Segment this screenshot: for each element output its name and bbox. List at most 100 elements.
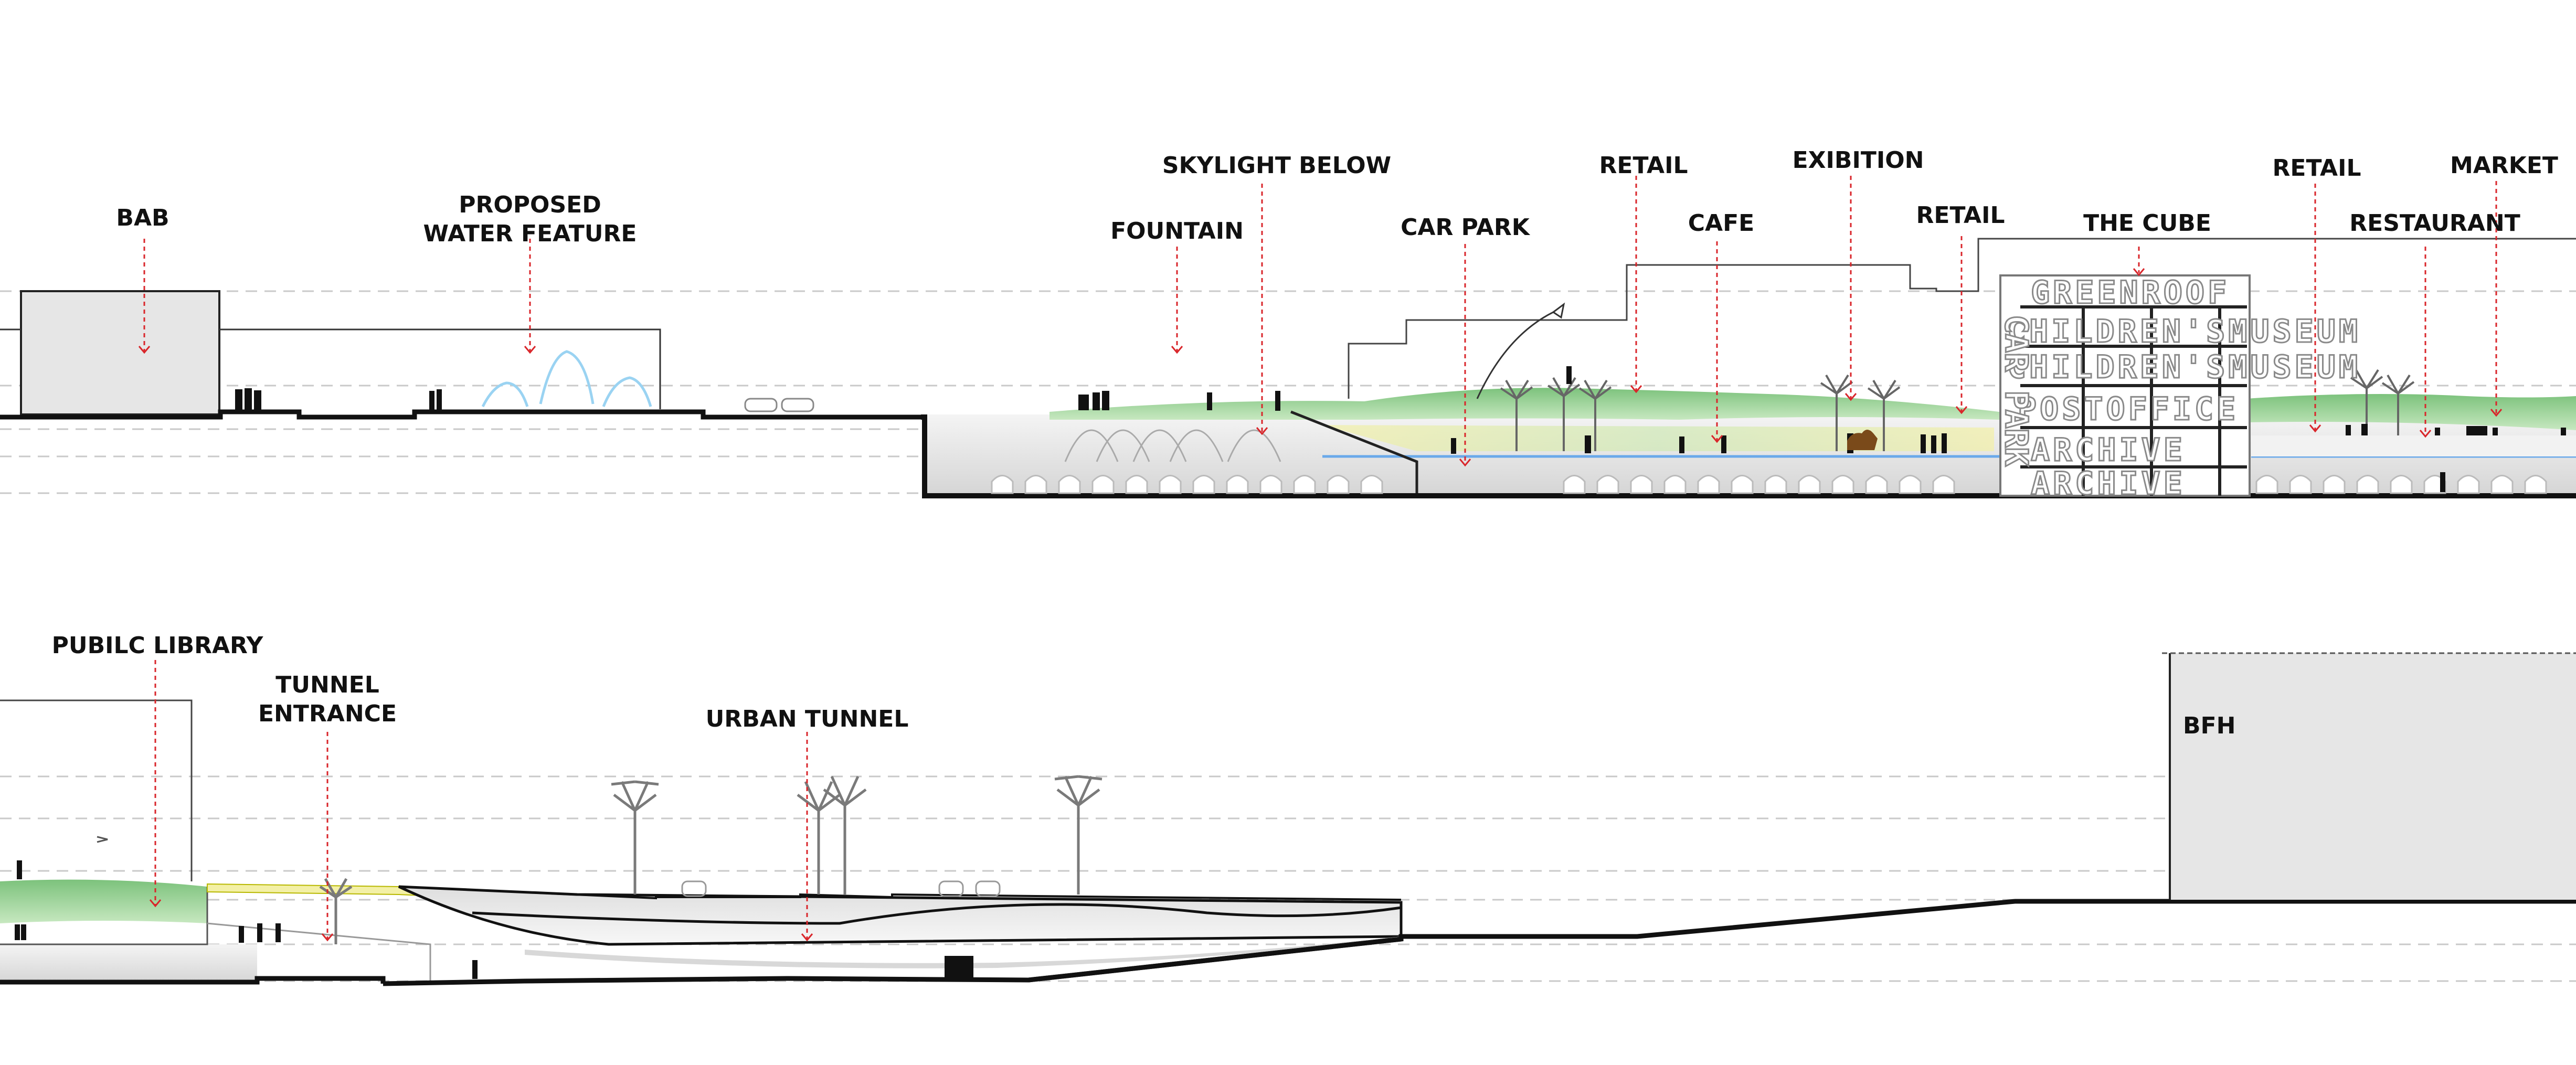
parking-arch	[1899, 475, 1922, 494]
label-the-cube: THE CUBE	[2083, 210, 2211, 237]
label-market: MARKET	[2450, 152, 2558, 179]
water-feature-outline	[219, 328, 661, 409]
parking-arch	[2323, 475, 2346, 494]
parking-arch	[2490, 475, 2514, 494]
upper-outline	[1348, 238, 2576, 399]
parking-arch	[2255, 475, 2278, 494]
parking-arch	[1663, 475, 1687, 494]
parking-arch	[1192, 475, 1215, 494]
cube-line-5: ARCHIVE	[2031, 432, 2186, 468]
library-green-roof	[0, 879, 207, 923]
parking-arch	[1798, 475, 1821, 494]
palms-bottom	[319, 775, 1103, 944]
parking-arch	[1159, 475, 1182, 494]
cube-floor-lines	[2020, 305, 2247, 496]
bottom-section	[0, 652, 2576, 986]
parking-arch	[2356, 475, 2379, 494]
kite	[1552, 302, 1565, 319]
parking-arch	[1125, 475, 1148, 494]
skylight-vaults	[1064, 429, 1281, 462]
library-basement	[0, 944, 257, 982]
label-retail-3: RETAIL	[2273, 155, 2361, 182]
bottom-guide-lines	[0, 775, 2576, 982]
top-section: GREENROOF CHILDREN'SMUSEUM CHILDREN'SMUS…	[0, 238, 2576, 503]
tunnel-floor-shadow	[525, 936, 1401, 968]
parking-arch	[1226, 475, 1249, 494]
bottom-annotation-leaders	[154, 660, 808, 939]
top-annotation-leaders	[143, 176, 2497, 464]
parking-arch	[1293, 475, 1316, 494]
kite-string	[1476, 311, 1554, 399]
parking-arch	[1932, 475, 1955, 494]
parking-arch	[1024, 475, 1047, 494]
palms-center	[1500, 369, 2415, 451]
cube-line-1: GREENROOF	[2031, 274, 2230, 311]
cube-line-3: CHILDREN'SMUSEUM	[2007, 349, 2361, 386]
cube-line-6: ARCHIVE	[2031, 465, 2186, 502]
label-cafe: CAFE	[1688, 210, 1754, 237]
label-fountain: FOUNTAIN	[1110, 218, 1244, 244]
label-bfh: BFH	[2183, 712, 2235, 739]
retail-band	[1322, 425, 1994, 451]
cube-text-group: GREENROOF CHILDREN'SMUSEUM CHILDREN'SMUS…	[1997, 274, 2361, 503]
top-annotation-arrowheads	[138, 268, 2503, 467]
parking-arch	[2289, 475, 2312, 494]
library-inner-line	[0, 887, 208, 945]
camel	[1847, 430, 1878, 450]
parking-arch	[1259, 475, 1282, 494]
cube-vertical-text: CAR PARK	[1998, 315, 2034, 466]
parking-arches-top	[991, 475, 2547, 494]
label-car-park: CAR PARK	[1401, 214, 1531, 241]
parking-arch	[1596, 475, 1619, 494]
label-retail-1: RETAIL	[1599, 152, 1688, 179]
label-restaurant: RESTAURANT	[2349, 210, 2520, 237]
parking-arch	[2390, 475, 2413, 494]
parking-arch	[1360, 475, 1383, 494]
people-left-plaza	[235, 388, 442, 411]
underground-outline	[921, 414, 2576, 498]
parking-arch	[2457, 475, 2480, 494]
bottom-annotation-arrowheads	[149, 899, 813, 942]
people-bottom	[15, 860, 973, 979]
label-retail-2: RETAIL	[1916, 202, 2005, 229]
parking-arch	[1327, 475, 1350, 494]
parking-arch	[1831, 475, 1854, 494]
parking-arch	[1764, 475, 1787, 494]
parking-arch	[1058, 475, 1081, 494]
deck-cars	[681, 880, 1001, 897]
street-deck	[398, 886, 1402, 901]
label-skylight: SKYLIGHT BELOW	[1162, 152, 1391, 179]
street-cars	[744, 398, 814, 412]
label-water-feature-1: PROPOSED	[459, 191, 601, 218]
parking-arch	[1731, 475, 1754, 494]
parking-arch	[991, 475, 1014, 494]
label-exibition: EXIBITION	[1793, 147, 1924, 174]
car-park-ramp	[1290, 410, 1418, 493]
label-tunnel-entrance-1: TUNNEL	[275, 672, 379, 698]
label-library: PUBILC LIBRARY	[52, 632, 264, 659]
parking-arch	[1865, 475, 1888, 494]
bird	[97, 836, 108, 843]
right-retail-band	[2251, 435, 2576, 456]
label-urban-tunnel: URBAN TUNNEL	[706, 706, 909, 732]
label-water-feature-2: WATER FEATURE	[423, 220, 637, 247]
green-roof-right	[2246, 394, 2576, 430]
parking-arch	[1630, 475, 1653, 494]
cube-line-2: CHILDREN'SMUSEUM	[2007, 313, 2361, 350]
top-labels: BAB PROPOSED WATER FEATURE FOUNTAIN SKYL…	[116, 147, 2558, 247]
bottom-labels: PUBILC LIBRARY TUNNEL ENTRANCE URBAN TUN…	[52, 632, 2236, 739]
urban-tunnel-arch	[472, 903, 1402, 925]
label-tunnel-entrance-2: ENTRANCE	[258, 700, 397, 727]
bottom-ground-line-slope	[1028, 936, 1402, 983]
library-outline	[0, 699, 193, 881]
library-ground-line	[0, 976, 386, 985]
green-roof-center	[1050, 388, 1999, 420]
water-feature-trees	[481, 350, 652, 408]
bfh-building	[2170, 653, 2576, 900]
label-bab: BAB	[116, 205, 169, 231]
top-ground-line-left	[0, 409, 921, 420]
bab-building	[20, 290, 220, 416]
parking-arch	[1091, 475, 1115, 494]
